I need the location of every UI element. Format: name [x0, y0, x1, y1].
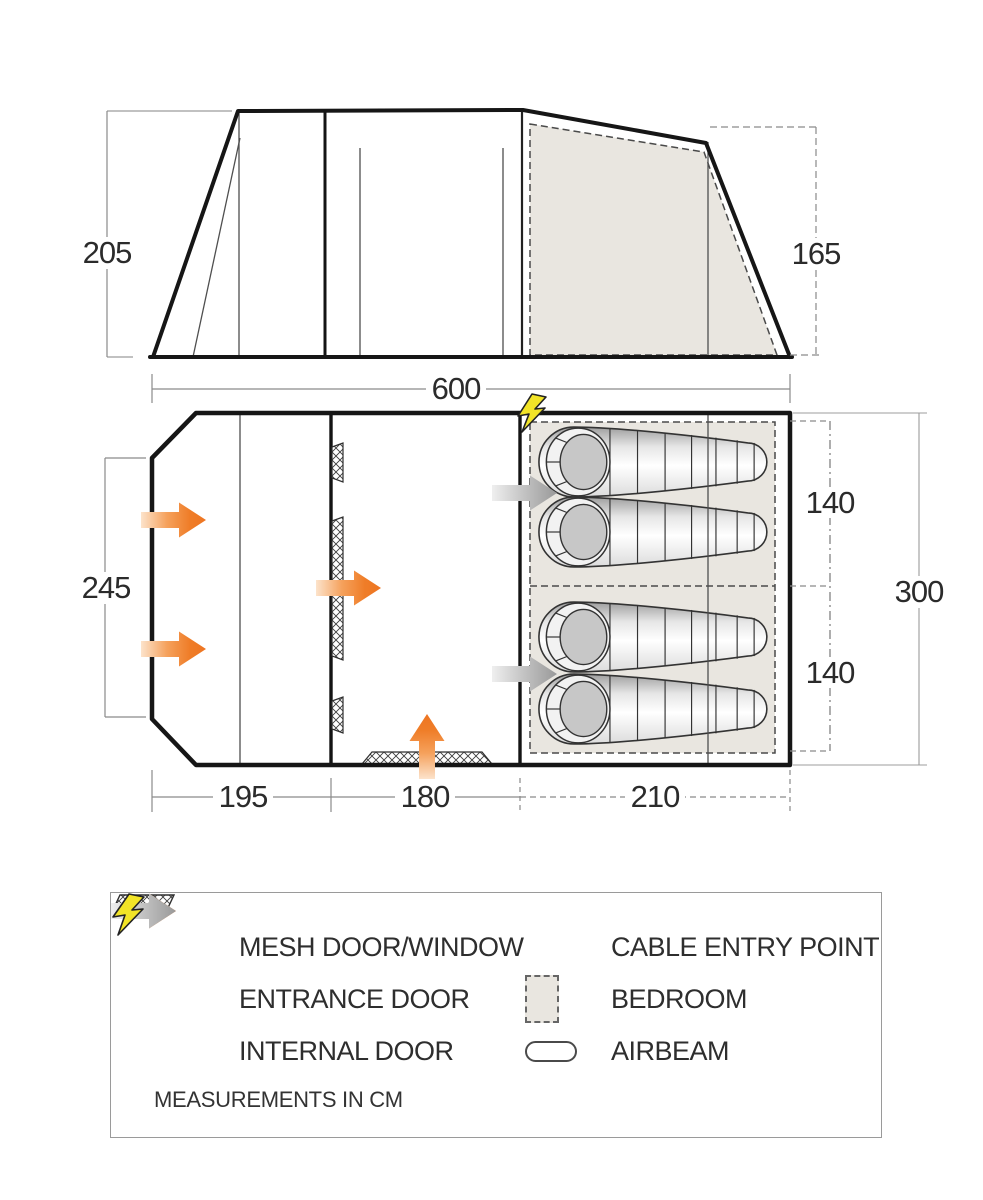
- dim-bottom-sections: 195 180 210: [151, 770, 791, 814]
- dim-bedroom-section-1-value: 140: [806, 485, 855, 520]
- legend-item-mesh: MESH DOOR/WINDOW: [111, 894, 525, 973]
- mesh-panel-top: [331, 442, 344, 483]
- legend-label: MESH DOOR/WINDOW: [239, 931, 524, 962]
- legend-label: AIRBEAM: [611, 1035, 730, 1066]
- legend-item-airbeam: AIRBEAM: [525, 1025, 881, 1077]
- airbeam-icon: [525, 1040, 591, 1062]
- side-elevation-view: 205 165: [79, 108, 845, 359]
- measurements-note: MEASUREMENTS IN CM: [154, 1087, 403, 1112]
- plan-bedroom-dashed-outline: [529, 421, 776, 754]
- legend-label: BEDROOM: [611, 983, 748, 1014]
- elevation-inner-diagonal: [192, 137, 241, 358]
- legend-label: INTERNAL DOOR: [239, 1035, 454, 1066]
- dim-bedroom-length-value: 210: [631, 779, 680, 814]
- dim-front-width-value: 245: [82, 570, 131, 605]
- dim-living-length-value: 180: [401, 779, 450, 814]
- dim-porch-length-value: 195: [219, 779, 268, 814]
- legend-item-cable-entry: CABLE ENTRY POINT: [112, 893, 881, 973]
- mesh-panel-bottom: [331, 696, 344, 734]
- legend-box: MESH DOOR/WINDOW ENTRANCE DOOR: [110, 892, 882, 1138]
- legend-item-bedroom: BEDROOM: [525, 973, 881, 1025]
- dim-rear-height-value: 165: [792, 236, 841, 271]
- floorplan-svg: 205 165 600: [77, 108, 949, 814]
- cable-entry-point-icon: [517, 393, 547, 433]
- dim-front-height: 205: [79, 110, 232, 358]
- plan-outline: [149, 410, 793, 768]
- floor-plan-view: 600: [77, 371, 949, 814]
- bedroom-swatch-icon: [525, 975, 591, 1023]
- legend-label: CABLE ENTRY POINT: [611, 931, 880, 962]
- dim-front-height-value: 205: [83, 235, 132, 270]
- dim-total-width: 600: [151, 371, 791, 406]
- legend-item-internal-door: INTERNAL DOOR: [111, 893, 525, 1077]
- dim-bedroom-sections: 140 140: [790, 420, 859, 752]
- elevation-outline: [151, 108, 792, 359]
- dim-total-depth-value: 300: [895, 574, 944, 609]
- dim-total-depth: 300: [793, 412, 949, 766]
- dim-front-width: 245: [77, 457, 146, 718]
- legend-label: ENTRANCE DOOR: [239, 983, 470, 1014]
- elevation-bedroom-area: [530, 124, 777, 355]
- legend-item-entrance-door: ENTRANCE DOOR: [111, 893, 525, 1025]
- dim-total-width-value: 600: [432, 371, 481, 406]
- dim-bedroom-section-2-value: 140: [806, 655, 855, 690]
